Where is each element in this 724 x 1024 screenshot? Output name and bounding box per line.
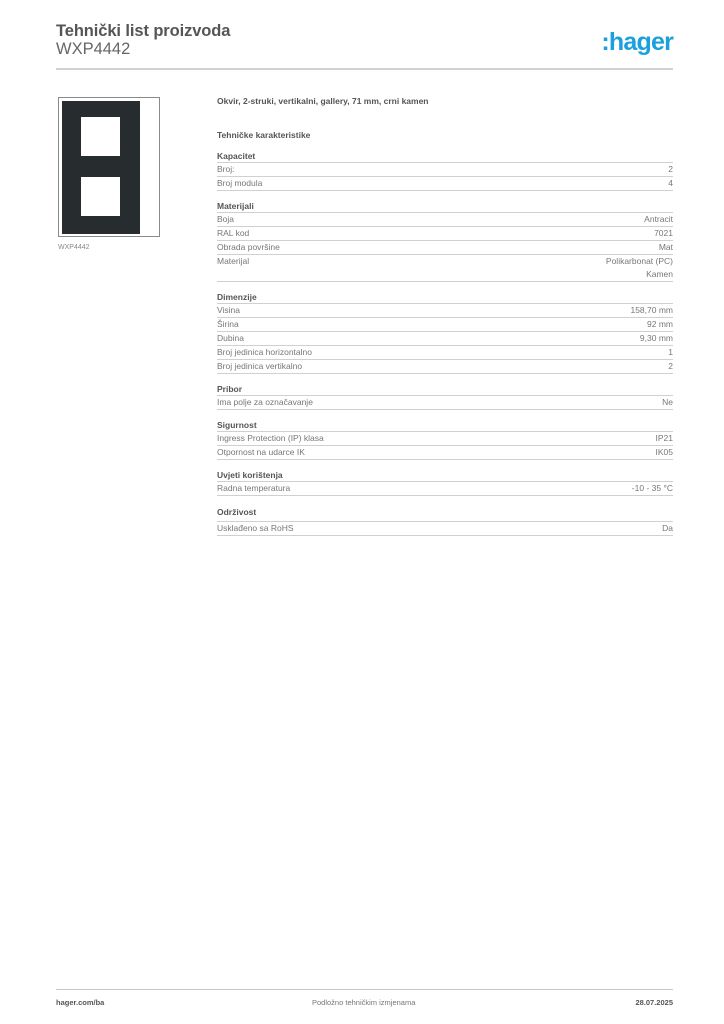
spec-row: Dubina 9,30 mm xyxy=(217,332,673,346)
group-odrzivost: Održivost Usklađeno sa RoHS Da xyxy=(217,505,673,536)
spec-row: Broj modula 4 xyxy=(217,177,673,191)
spec-label: Boja xyxy=(217,214,235,224)
spec-row: Usklađeno sa RoHS Da xyxy=(217,522,673,536)
spec-row: Radna temperatura -10 - 35 °C xyxy=(217,482,673,496)
spec-value: Mat xyxy=(658,242,673,252)
spec-value: 2 xyxy=(668,164,673,174)
spec-label: Radna temperatura xyxy=(217,483,291,493)
product-code: WXP4442 xyxy=(56,40,131,58)
group-title: Održivost xyxy=(217,505,673,522)
product-image xyxy=(58,97,160,237)
spec-value: -10 - 35 °C xyxy=(631,483,673,493)
spec-label: Usklađeno sa RoHS xyxy=(217,523,294,533)
spec-row: Materijal Polikarbonat (PC) Kamen xyxy=(217,255,673,282)
spec-value-line: Kamen xyxy=(646,269,673,279)
product-description: Okvir, 2-struki, vertikalni, gallery, 71… xyxy=(217,96,429,106)
spec-label: Broj jedinica horizontalno xyxy=(217,347,312,357)
group-dimenzije: Dimenzije Visina 158,70 mm Širina 92 mm … xyxy=(217,291,673,374)
spec-content: Okvir, 2-struki, vertikalni, gallery, 71… xyxy=(217,96,673,545)
spec-label: Visina xyxy=(217,305,240,315)
spec-label: RAL kod xyxy=(217,228,250,238)
spec-label: Broj: xyxy=(217,164,235,174)
spec-label: Ingress Protection (IP) klasa xyxy=(217,433,324,443)
spec-row: Ingress Protection (IP) klasa IP21 xyxy=(217,432,673,446)
spec-row: Broj: 2 xyxy=(217,163,673,177)
hager-logo: :hager xyxy=(601,28,673,56)
group-uvjeti-koristenja: Uvjeti korištenja Radna temperatura -10 … xyxy=(217,469,673,496)
spec-row: Otpornost na udarce IK IK05 xyxy=(217,446,673,460)
group-title: Pribor xyxy=(217,383,673,396)
group-materijali: Materijali Boja Antracit RAL kod 7021 Ob… xyxy=(217,200,673,282)
spec-label: Ima polje za označavanje xyxy=(217,397,313,407)
spec-row: Broj jedinica horizontalno 1 xyxy=(217,346,673,360)
spec-row: RAL kod 7021 xyxy=(217,227,673,241)
group-title: Uvjeti korištenja xyxy=(217,469,673,482)
group-title: Materijali xyxy=(217,200,673,213)
frame-plate-icon xyxy=(62,101,140,234)
spec-label: Otpornost na udarce IK xyxy=(217,447,305,457)
spec-label: Broj modula xyxy=(217,178,263,188)
spec-value: 1 xyxy=(668,347,673,357)
group-sigurnost: Sigurnost Ingress Protection (IP) klasa … xyxy=(217,419,673,460)
frame-opening-bottom xyxy=(81,177,120,216)
group-title: Sigurnost xyxy=(217,419,673,432)
spec-value: 7021 xyxy=(654,228,673,238)
spec-row: Širina 92 mm xyxy=(217,318,673,332)
spec-label: Dubina xyxy=(217,333,244,343)
header-divider xyxy=(56,68,673,70)
group-title: Kapacitet xyxy=(217,150,673,163)
group-kapacitet: Kapacitet Broj: 2 Broj modula 4 xyxy=(217,150,673,191)
footer-divider xyxy=(56,989,673,990)
spec-value: Da xyxy=(662,523,673,533)
group-title: Dimenzije xyxy=(217,291,673,304)
group-pribor: Pribor Ima polje za označavanje Ne xyxy=(217,383,673,410)
footer-notice: Podložno tehničkim izmjenama xyxy=(312,998,416,1007)
spec-row: Obrada površine Mat xyxy=(217,241,673,255)
footer-date: 28.07.2025 xyxy=(635,998,673,1007)
spec-label: Broj jedinica vertikalno xyxy=(217,361,303,371)
page-header: Tehnički list proizvoda WXP4442 :hager xyxy=(56,20,674,70)
spec-label: Materijal xyxy=(217,256,250,266)
spec-value: 9,30 mm xyxy=(639,333,673,343)
image-caption: WXP4442 xyxy=(58,244,90,251)
spec-value-multiline: Polikarbonat (PC) Kamen xyxy=(606,255,673,281)
spec-value: IP21 xyxy=(655,433,674,443)
spec-row: Boja Antracit xyxy=(217,213,673,227)
section-heading: Tehničke karakteristike xyxy=(217,130,311,140)
spec-value: Antracit xyxy=(644,214,673,224)
spec-value: 92 mm xyxy=(647,319,673,329)
footer-website: hager.com/ba xyxy=(56,998,105,1007)
spec-label: Obrada površine xyxy=(217,242,280,252)
spec-value: 2 xyxy=(668,361,673,371)
spec-value: Ne xyxy=(662,397,673,407)
spec-value: 4 xyxy=(668,178,673,188)
spec-value: IK05 xyxy=(655,447,674,457)
spec-value: 158,70 mm xyxy=(630,305,673,315)
spec-row: Broj jedinica vertikalno 2 xyxy=(217,360,673,374)
spec-value-line: Polikarbonat (PC) xyxy=(605,256,673,266)
frame-opening-top xyxy=(81,117,120,156)
page-title: Tehnički list proizvoda xyxy=(56,22,231,40)
spec-row: Visina 158,70 mm xyxy=(217,304,673,318)
spec-label: Širina xyxy=(217,319,239,329)
spec-row: Ima polje za označavanje Ne xyxy=(217,396,673,410)
